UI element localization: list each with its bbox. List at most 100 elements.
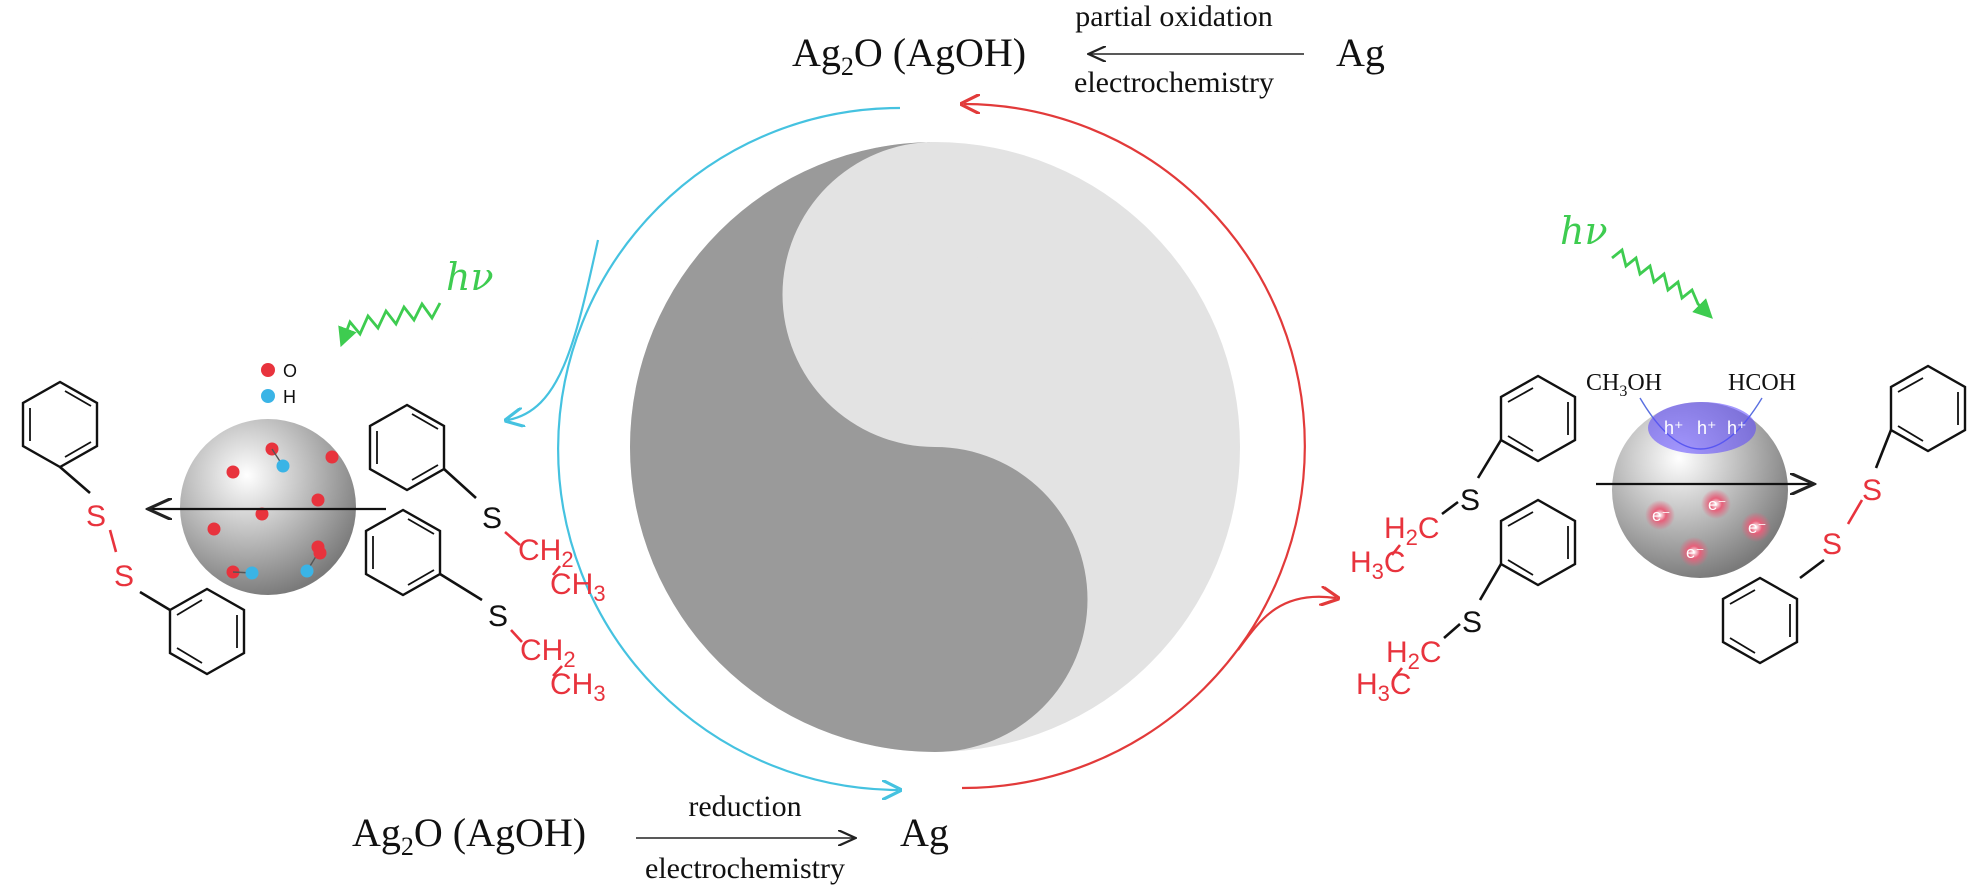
electron-glow — [1741, 512, 1771, 542]
ring-double-bond — [1507, 511, 1534, 527]
s-c-bond — [504, 531, 521, 546]
ring-double-bond — [411, 464, 439, 481]
bottom-reactant-label: Ag2O (AgOH) — [352, 810, 586, 861]
benzene-ring — [368, 403, 446, 492]
right-ethyl2-h2c: H2C — [1386, 636, 1442, 674]
benzene-ring — [1889, 364, 1967, 453]
ring-double-bond — [1729, 589, 1756, 605]
legend-hydrogen-label: H — [283, 387, 296, 407]
legend-oxygen-dot — [261, 363, 275, 377]
oxygen-atom — [255, 507, 269, 521]
electron-symbol: e⁻ — [1748, 518, 1766, 537]
hole-glow-region — [1648, 402, 1756, 454]
oxygen-atom — [311, 493, 325, 507]
right-panel: hν CH3OH HCOH h⁺ h⁺ h⁺ e⁻ e⁻ e⁻ e⁻ — [1350, 209, 1967, 706]
legend-hydrogen-dot — [261, 389, 275, 403]
yin-yang-dark-dot — [878, 542, 992, 656]
c-s-bond — [1478, 563, 1503, 601]
benzene-ring — [1499, 498, 1577, 587]
right-ethyl-sulfide-1: S H2C H3C — [1350, 374, 1577, 584]
left-panel: hν O H — [21, 255, 606, 706]
right-photon-wave-icon — [1611, 247, 1713, 319]
top-reactant-label: Ag — [1336, 30, 1385, 75]
electron-glow — [1645, 500, 1675, 530]
s-c-bond — [139, 590, 171, 612]
right-photon-label: hν — [1560, 209, 1608, 253]
left-disulfide-s2: S — [114, 560, 134, 593]
oxygen-atom — [226, 465, 240, 479]
top-condition-below: electrochemistry — [1074, 66, 1274, 99]
left-ethyl2-ch3: CH3 — [550, 668, 606, 706]
yin-yang-light-dot — [878, 238, 992, 352]
cyan-branch-arrow — [508, 239, 600, 420]
c-c-bond — [551, 565, 562, 576]
left-disulfide-product: S S — [21, 380, 246, 676]
ring-double-bond — [1729, 637, 1756, 654]
ring-double-bond — [1507, 435, 1534, 452]
left-ethyl-sulfide-1: S CH2 CH3 — [368, 403, 606, 606]
benzene-ring — [21, 380, 99, 469]
right-ethyl1-h3c: H3C — [1350, 546, 1406, 584]
benzene-ring — [1721, 576, 1799, 665]
ring-double-bond — [176, 647, 203, 664]
left-disulfide-s1: S — [86, 500, 106, 533]
formaldehyde-label: HCOH — [1728, 370, 1796, 396]
c-s-bond — [1476, 439, 1503, 479]
oxygen-atom — [325, 450, 339, 464]
s-c-bond — [1799, 558, 1825, 580]
bottom-product-label: Ag — [900, 810, 949, 855]
right-ethyl2-h3c: H3C — [1356, 668, 1412, 706]
top-condition-above: partial oxidation — [1075, 0, 1272, 33]
electron-symbol: e⁻ — [1708, 495, 1726, 514]
ring-double-bond — [64, 441, 92, 458]
s-s-bond — [108, 529, 118, 553]
red-oxidation-arc — [962, 104, 1307, 790]
hydrogen-atom — [300, 564, 314, 578]
bottom-condition-below: electrochemistry — [645, 852, 845, 885]
s-c-bond — [510, 629, 523, 643]
right-ethyl1-s: S — [1460, 484, 1480, 517]
ring-double-bond — [1507, 387, 1534, 403]
right-ethyl2-s: S — [1462, 606, 1482, 639]
benzene-ring — [168, 587, 246, 676]
ring-double-bond — [176, 599, 203, 616]
ring-double-bond — [407, 518, 435, 535]
methanol-label: CH3OH — [1586, 370, 1662, 400]
cyan-reduction-arc — [556, 106, 900, 790]
electrons: e⁻ e⁻ e⁻ e⁻ — [1645, 489, 1771, 567]
ring-double-bond — [407, 569, 435, 586]
yin-yang-symbol — [630, 142, 1240, 752]
electron-symbol: e⁻ — [1652, 506, 1670, 525]
c-s-bond — [59, 466, 91, 494]
right-ethyl-sulfide-2: S H2C H3C — [1356, 498, 1577, 706]
c-s-bond — [443, 468, 477, 499]
atom-legend: O H — [261, 361, 297, 407]
top-reaction: Ag2O (AgOH) partial oxidation electroche… — [792, 0, 1385, 99]
oxygen-atom — [207, 522, 221, 536]
c-s-bond — [1874, 429, 1893, 469]
left-sphere-hydroxyls — [232, 448, 327, 580]
bottom-condition-above: reduction — [688, 790, 801, 823]
c-c-bond — [1392, 667, 1404, 679]
right-disulfide-product: S S — [1721, 364, 1967, 665]
hydrogen-atom — [276, 459, 290, 473]
left-ethyl2-ch2: CH2 — [520, 634, 576, 672]
left-ethyl1-ch3: CH3 — [550, 568, 606, 606]
electron-glow — [1679, 537, 1709, 567]
ring-double-bond — [1897, 425, 1924, 442]
hydrogen-atom — [245, 566, 259, 580]
c-c-bond — [552, 665, 563, 677]
benzene-ring — [364, 508, 442, 597]
ring-double-bond — [64, 390, 92, 407]
left-photon-wave-icon — [338, 301, 442, 348]
right-disulfide-s2: S — [1822, 528, 1842, 561]
top-product-label: Ag2O (AgOH) — [792, 30, 1026, 81]
left-ethyl1-s: S — [482, 502, 502, 535]
ring-double-bond — [411, 413, 439, 430]
legend-oxygen-label: O — [283, 361, 297, 381]
red-branch-arrow — [1237, 597, 1336, 651]
left-ethyl1-ch2: CH2 — [518, 534, 574, 572]
holes: h⁺ h⁺ h⁺ — [1664, 418, 1747, 438]
right-disulfide-s1: S — [1862, 474, 1882, 507]
